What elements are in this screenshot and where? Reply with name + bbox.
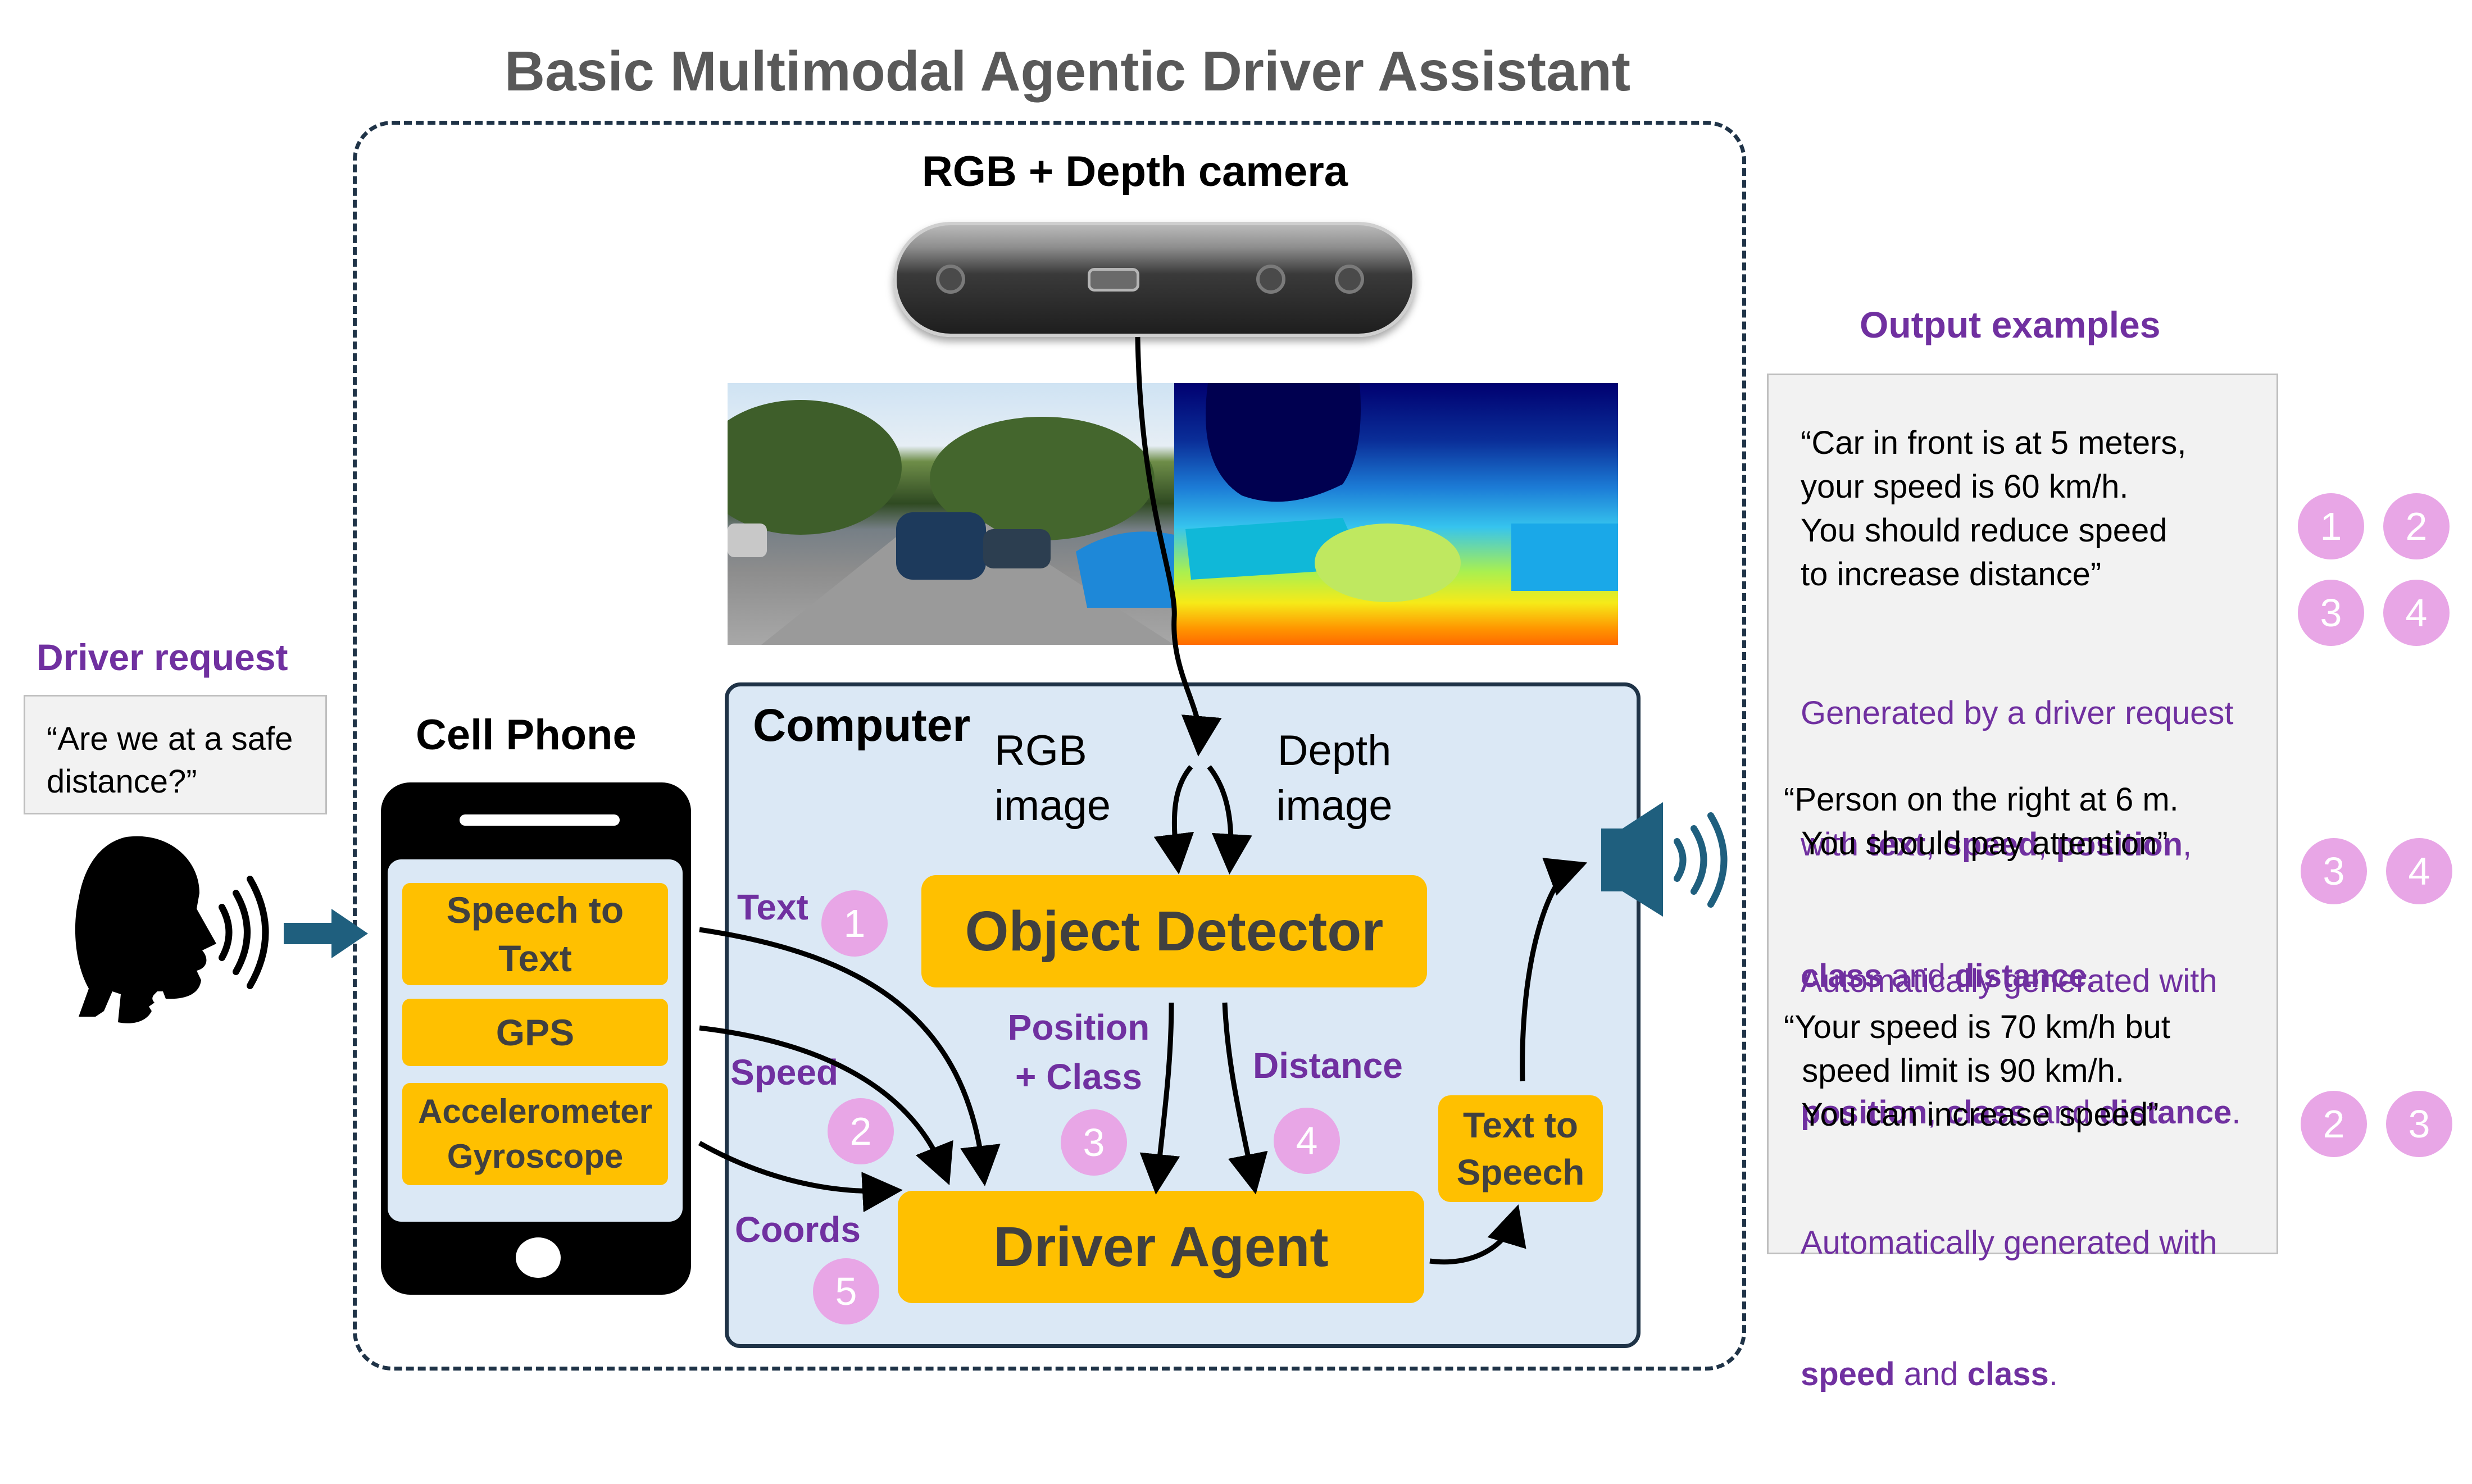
accelerometer-gyroscope-box: Accelerometer Gyroscope [402, 1083, 668, 1185]
example-3-source: Automatically generated with speed and c… [1801, 1134, 2217, 1484]
example-2-source-line2: position, class and distance. [1801, 1094, 2241, 1131]
distance-label: Distance [1253, 1045, 1403, 1086]
tts-line1: Text to [1462, 1105, 1579, 1145]
output-examples-label: Output examples [1860, 304, 2161, 345]
text-to-speech-box: Text to Speech [1438, 1095, 1603, 1202]
depth-split-arrow [1207, 765, 1252, 875]
speaker-icon [1601, 802, 1728, 917]
depth-label-line2: image [1276, 782, 1393, 830]
output-3-badge-3: 3 [2386, 1091, 2452, 1157]
example-1-source: Generated by a driver request with text,… [1801, 604, 2234, 1086]
connector-layer [75, 336, 1728, 1265]
output-1-badge-4: 4 [2383, 580, 2450, 646]
number-badge-5: 5 [813, 1258, 879, 1324]
example-3-quote: “Your speed is 70 km/h but speed limit i… [1784, 1009, 2170, 1133]
depth-scene-art [1185, 383, 1618, 602]
distance-arrow [1222, 1002, 1268, 1195]
number-badge-4: 4 [1274, 1108, 1340, 1174]
camera-projector [1088, 268, 1139, 292]
coords-input-label: Coords [735, 1209, 861, 1250]
driver-to-phone-arrow [284, 909, 368, 958]
speaking-head-icon [75, 836, 269, 1023]
example-2-quote: “Person on the right at 6 m. You should … [1784, 781, 2179, 862]
camera-lens-left [936, 265, 965, 294]
output-examples-box [1767, 374, 2278, 1254]
output-3-badge-2: 2 [2301, 1091, 2367, 1157]
tts-to-speaker-arrow [1520, 858, 1588, 1082]
example-2-source-line1: Automatically generated with [1801, 963, 2217, 999]
diagram: Basic Multimodal Agentic Driver Assistan… [24, 40, 2452, 1392]
rgb-image [728, 383, 1174, 645]
camera-to-image-arrow [1135, 336, 1222, 757]
agent-to-tts-arrow [1429, 1204, 1526, 1265]
depth-image [1174, 383, 1618, 645]
position-line2: + Class [1015, 1057, 1142, 1097]
rgb-split-arrow [1153, 765, 1194, 875]
speed-arrow [699, 1025, 953, 1186]
number-badge-2: 2 [828, 1098, 894, 1164]
number-badge-3: 3 [1061, 1109, 1127, 1176]
computer-label: Computer [753, 700, 971, 751]
cell-phone-label: Cell Phone [416, 711, 637, 759]
example-2-source: Automatically generated with position, c… [1801, 872, 2241, 1222]
rgb-scene-art [728, 400, 1174, 645]
position-class-label: Position + Class [1000, 1003, 1157, 1101]
rgb-label-line1: RGB [994, 727, 1087, 775]
phone-speaker [460, 814, 620, 826]
driver-agent-box: Driver Agent [898, 1191, 1424, 1303]
text-arrow [699, 927, 1001, 1186]
example-3-source-line1: Automatically generated with [1801, 1224, 2217, 1261]
system-boundary [353, 121, 1746, 1371]
gps-box: GPS [402, 999, 668, 1066]
diagram-title: Basic Multimodal Agentic Driver Assistan… [504, 40, 1631, 103]
speech-to-text-box: Speech to Text [402, 883, 668, 985]
acc-line2: Gyroscope [447, 1137, 624, 1175]
camera-label: RGB + Depth camera [921, 148, 1348, 195]
coords-arrow [698, 1141, 903, 1213]
depth-camera-icon [893, 222, 1416, 337]
acc-line1: Accelerometer [418, 1092, 652, 1130]
depth-image-label: Depth image [1264, 723, 1405, 834]
camera-lens-mid [1256, 265, 1285, 294]
example-1-source-line3: class and distance. [1801, 958, 2096, 994]
example-1-source-line1: Generated by a driver request [1801, 695, 2234, 731]
stt-line1: Speech to [446, 889, 624, 931]
output-2-badge-4: 4 [2386, 838, 2452, 904]
example-1-source-line2: with text, speed, position, [1801, 826, 2192, 863]
output-1-badge-3: 3 [2298, 580, 2364, 646]
phone-home-button [516, 1237, 561, 1278]
stt-line2: Text [498, 937, 572, 979]
output-1-badge-2: 2 [2383, 493, 2450, 559]
number-badge-1: 1 [821, 890, 888, 957]
driver-request-line1: “Are we at a safe [47, 721, 293, 757]
position-class-arrow [1139, 1002, 1180, 1195]
text-input-label: Text [737, 887, 808, 927]
position-line1: Position [1007, 1007, 1150, 1048]
example-1-quote: “Car in front is at 5 meters, your speed… [1801, 425, 2187, 593]
driver-request-box: “Are we at a safe distance?” [24, 695, 327, 814]
tts-line2: Speech [1456, 1152, 1585, 1192]
example-3-source-line2: speed and class. [1801, 1356, 2058, 1392]
camera-lens-right [1335, 265, 1364, 294]
output-2-badge-3: 3 [2301, 838, 2367, 904]
output-1-badge-1: 1 [2298, 493, 2364, 559]
object-detector-box: Object Detector [921, 875, 1427, 987]
depth-label-line1: Depth [1277, 727, 1392, 775]
driver-request-label: Driver request [37, 636, 288, 678]
driver-request-line2: distance?” [47, 763, 197, 800]
